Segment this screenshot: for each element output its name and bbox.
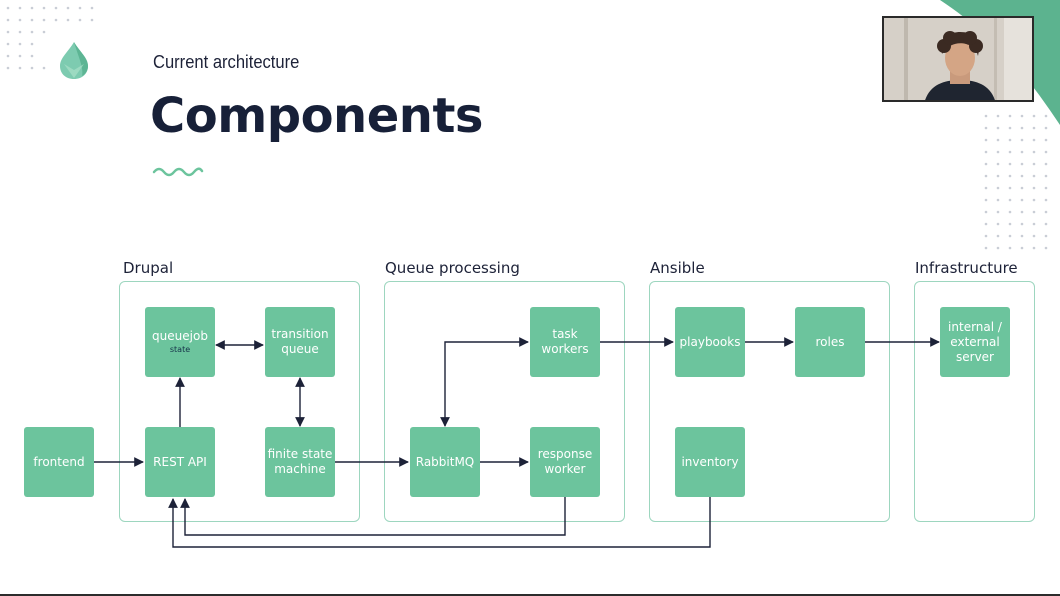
node-frontend: frontend (24, 427, 94, 497)
node-playbooks-label: playbooks (679, 334, 741, 349)
node-task-workers: task workers (530, 307, 600, 377)
node-server: internal / external server (940, 307, 1010, 377)
group-queue-processing (384, 281, 625, 522)
node-fsm-label: finite state machine (267, 447, 333, 476)
node-transition-queue: transition queue (265, 307, 335, 377)
node-playbooks: playbooks (675, 307, 745, 377)
node-response-worker-label: response worker (537, 447, 593, 476)
group-label-queue-processing: Queue processing (385, 259, 520, 277)
group-infrastructure (914, 281, 1035, 522)
drop-logo-icon (60, 42, 88, 79)
node-inventory: inventory (675, 427, 745, 497)
webcam-video (882, 16, 1034, 102)
group-ansible (649, 281, 890, 522)
dot-pattern-right (984, 114, 1048, 250)
node-roles-label: roles (815, 334, 845, 349)
arrow-response-worker-to-rest-api (180, 497, 566, 536)
node-rest-api-label: REST API (153, 454, 207, 469)
node-finite-state-machine: finite state machine (265, 427, 335, 497)
node-rabbitmq: RabbitMQ (410, 427, 480, 497)
bottom-border (0, 594, 1060, 596)
arrow-rabbitmq-task-workers (440, 337, 529, 427)
node-rabbitmq-label: RabbitMQ (415, 454, 475, 469)
dot-pattern-top-left (6, 6, 94, 70)
node-queuejob-state: state (169, 345, 191, 354)
slide-title: Components (150, 88, 483, 144)
group-label-infrastructure: Infrastructure (915, 259, 1018, 277)
presenter-icon (884, 18, 1032, 100)
node-task-workers-label: task workers (541, 327, 589, 356)
node-inventory-label: inventory (681, 454, 739, 469)
group-label-ansible: Ansible (650, 259, 705, 277)
group-drupal (119, 281, 360, 522)
squiggle-decoration (152, 167, 204, 177)
node-server-label: internal / external server (948, 319, 1002, 364)
arrow-inventory-to-rest-api (168, 497, 711, 548)
node-frontend-label: frontend (33, 454, 85, 469)
node-transition-queue-label: transition queue (271, 327, 329, 356)
node-roles: roles (795, 307, 865, 377)
node-rest-api: REST API (145, 427, 215, 497)
slide-subtitle: Current architecture (153, 52, 300, 72)
group-label-drupal: Drupal (123, 259, 174, 277)
node-queuejob: queuejob state (145, 307, 215, 377)
node-queuejob-label: queuejob (152, 329, 208, 343)
node-response-worker: response worker (530, 427, 600, 497)
